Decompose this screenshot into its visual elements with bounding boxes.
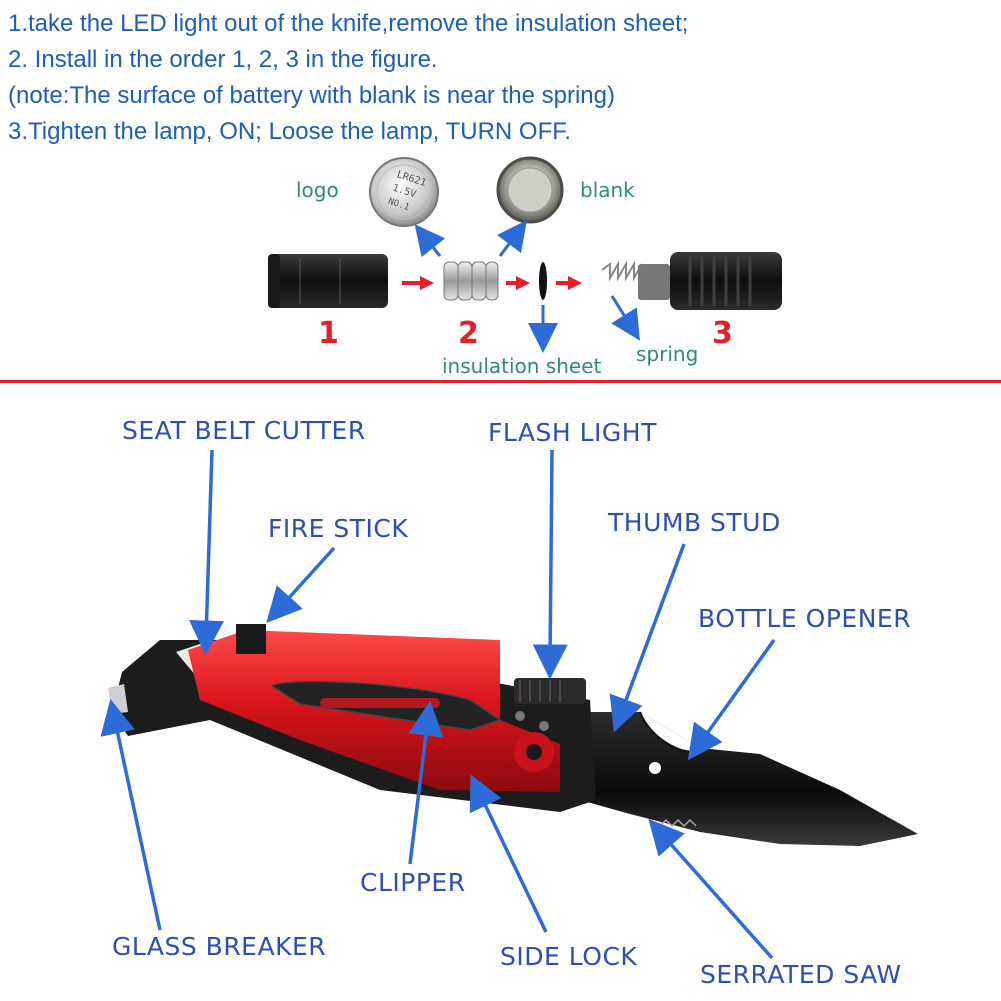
knife <box>108 624 918 846</box>
section-divider <box>0 380 1001 383</box>
step-number-1: 1 <box>318 316 339 351</box>
step-number-2: 2 <box>458 316 479 351</box>
logo-label: logo <box>296 178 339 202</box>
insulation-sheet-label: insulation sheet <box>442 354 602 378</box>
callout-arrows <box>100 449 776 960</box>
step-number-3: 3 <box>712 316 733 351</box>
callout-bottle-opener: BOTTLE OPENER <box>698 604 912 633</box>
callout-clipper: CLIPPER <box>360 868 466 897</box>
callout-side-lock: SIDE LOCK <box>500 942 638 971</box>
battery-logo-side <box>369 157 439 227</box>
battery-blank-side <box>496 156 564 224</box>
blank-label: blank <box>580 178 635 202</box>
callout-flash-light: FLASH LIGHT <box>488 418 657 447</box>
callout-serrated-saw: SERRATED SAW <box>700 960 902 989</box>
led-body-part <box>601 252 782 310</box>
battery-stack <box>443 261 499 301</box>
knife-blade <box>572 712 918 846</box>
instruction-line-3: (note:The surface of battery with blank … <box>8 82 615 109</box>
instruction-line-2: 2. Install in the order 1, 2, 3 in the f… <box>8 46 438 73</box>
instruction-line-1: 1.take the LED light out of the knife,re… <box>8 10 689 37</box>
spring-label: spring <box>636 342 699 366</box>
callout-thumb-stud: THUMB STUD <box>608 508 781 537</box>
callout-glass-breaker: GLASS BREAKER <box>112 932 327 961</box>
insulation-sheet <box>539 262 547 300</box>
red-order-arrows <box>402 276 582 290</box>
led-cap-part <box>268 254 388 308</box>
callout-seat-belt-cutter: SEAT BELT CUTTER <box>122 416 366 445</box>
blue-pointer-arrows-top <box>414 220 640 353</box>
callout-fire-stick: FIRE STICK <box>268 514 409 543</box>
instruction-line-4: 3.Tighten the lamp, ON; Loose the lamp, … <box>8 118 571 145</box>
